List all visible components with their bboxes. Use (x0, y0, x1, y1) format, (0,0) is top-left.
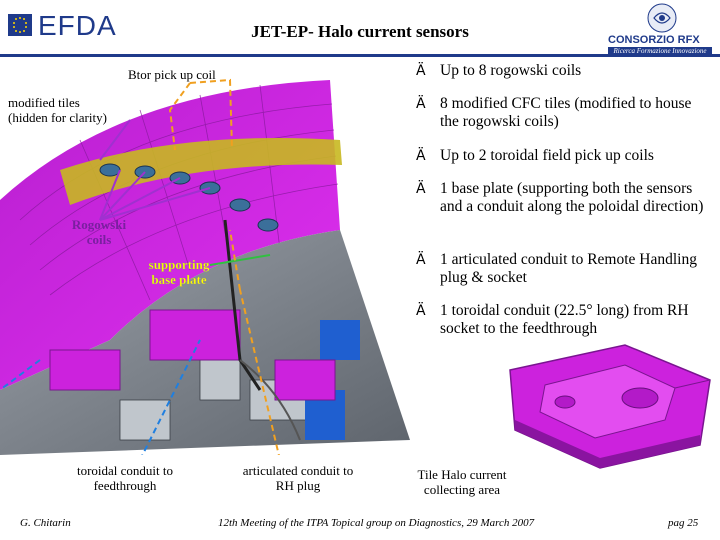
label-supporting-base-plate: supporting base plate (136, 257, 222, 287)
consorzio-rfx-tagline: Ricerca Formazione Innovazione (608, 47, 712, 55)
label-modified-tiles-line1: modified tiles (8, 95, 80, 110)
bullet-text: 1 toroidal conduit (22.5° long) from RH … (440, 302, 689, 337)
bullet-item: Ä 1 base plate (supporting both the senso… (416, 180, 712, 216)
efda-logo: EFDA (8, 10, 120, 44)
footer-meeting: 12th Meeting of the ITPA Topical group o… (218, 517, 535, 529)
label-articulated-line1: articulated conduit to (242, 463, 354, 478)
label-btor-pickup: Btor pick up coil (128, 67, 216, 82)
bullet-item: Ä 1 toroidal conduit (22.5° long) from RH… (416, 302, 712, 338)
label-toroidal-line1: toroidal conduit to (76, 463, 174, 478)
bullet-text: Up to 8 rogowski coils (440, 62, 582, 79)
bullet-text: Up to 2 toroidal field pick up coils (440, 147, 654, 164)
label-supporting-line2: base plate (151, 272, 207, 287)
bullet-item: Ä Up to 2 toroidal field pick up coils (416, 147, 712, 165)
label-tile-halo-current: Tile Halo current collecting area (400, 467, 524, 497)
label-tile-line1: Tile Halo current (417, 467, 507, 482)
eu-flag-icon (8, 14, 32, 36)
label-rogowski-line2: coils (86, 232, 112, 247)
label-articulated-conduit: articulated conduit to RH plug (228, 463, 368, 493)
label-toroidal-conduit: toroidal conduit to feedthrough (60, 463, 190, 493)
label-rogowski-line1: Rogowski (71, 217, 127, 232)
bullet-marker-icon: Ä (416, 303, 426, 319)
bullet-item: Ä 8 modified CFC tiles (modified to house… (416, 95, 712, 131)
bullet-text: 8 modified CFC tiles (modified to house … (440, 95, 692, 130)
bullet-marker-icon: Ä (416, 96, 426, 112)
label-toroidal-line2: feedthrough (93, 478, 157, 493)
header-divider (0, 54, 720, 57)
efda-logo-text: EFDA (38, 10, 117, 41)
bullet-item: Ä Up to 8 rogowski coils (416, 62, 712, 80)
label-tile-line2: collecting area (423, 482, 501, 497)
bullet-marker-icon: Ä (416, 252, 426, 268)
bullet-text: 1 articulated conduit to Remote Handling… (440, 251, 697, 286)
consorzio-rfx-text: CONSORZIO RFX (608, 34, 700, 46)
bullet-marker-icon: Ä (416, 148, 426, 164)
consorzio-rfx-logo (600, 2, 712, 52)
bullet-marker-icon: Ä (416, 63, 426, 79)
footer-author: G. Chitarin (20, 517, 71, 529)
label-modified-tiles-line2: (hidden for clarity) (8, 110, 107, 125)
bullet-item: Ä 1 articulated conduit to Remote Handlin… (416, 251, 712, 287)
label-supporting-line1: supporting (148, 257, 210, 272)
page-title: JET-EP- Halo current sensors (251, 22, 469, 41)
label-modified-tiles: modified tiles (hidden for clarity) (8, 95, 107, 125)
bullet-text: 1 base plate (supporting both the sensor… (440, 180, 704, 215)
footer-page-number: pag 25 (668, 517, 699, 529)
label-articulated-line2: RH plug (275, 478, 321, 493)
cad-render-image (0, 78, 410, 455)
tile-render-image (509, 344, 711, 469)
label-rogowski-coils: Rogowski coils (64, 217, 134, 247)
bullet-marker-icon: Ä (416, 181, 426, 197)
